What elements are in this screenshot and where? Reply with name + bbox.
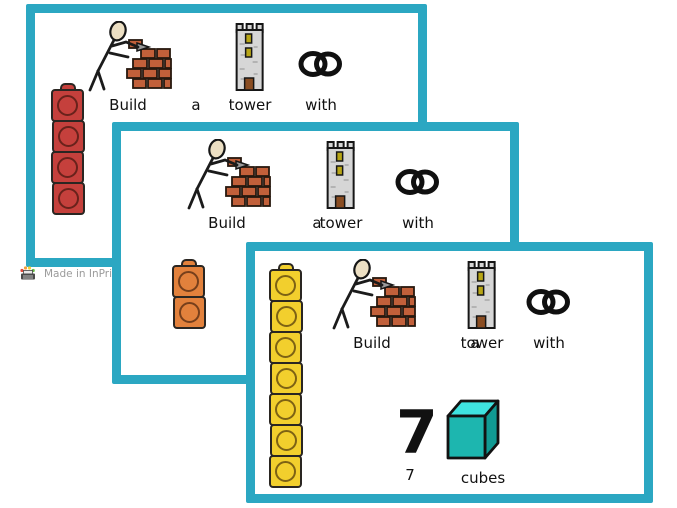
snap-cube xyxy=(269,455,302,488)
cube-circle xyxy=(276,306,297,327)
snap-cube xyxy=(270,424,303,457)
phrase-word-a: a xyxy=(312,139,321,232)
watermark-label: Made in InPrint xyxy=(44,268,123,280)
icon-box xyxy=(395,139,441,211)
cube-circle xyxy=(57,95,78,116)
word-label: a xyxy=(191,96,201,114)
word-label: tower xyxy=(228,96,272,114)
phrase-word-tower: tower xyxy=(228,21,272,114)
cube-circle xyxy=(276,430,297,451)
word-label: Build xyxy=(109,96,147,114)
word-label: tower xyxy=(319,214,363,232)
quantity-numeral-word: 7 xyxy=(405,466,415,484)
cube-circle xyxy=(275,461,296,482)
phrase-word-with: with xyxy=(395,139,441,232)
icon-box xyxy=(83,21,173,93)
teal-cube-icon xyxy=(445,396,501,462)
tower-icon xyxy=(464,259,500,331)
word-label: a xyxy=(312,214,322,232)
cube-circle xyxy=(58,126,79,147)
phrase-word-tower: tower xyxy=(319,139,363,232)
cube-circle xyxy=(276,368,297,389)
snap-cube xyxy=(269,393,302,426)
cube-circle xyxy=(178,271,199,292)
cube-circle xyxy=(57,157,78,178)
linked-rings-icon xyxy=(526,287,572,317)
word-label: Build xyxy=(353,334,391,352)
stack-nub xyxy=(59,83,76,92)
cube-circle xyxy=(179,302,200,323)
phrase-word-tower: tower xyxy=(460,259,504,352)
snap-cube xyxy=(270,362,303,395)
cube-circle xyxy=(275,399,296,420)
snap-cube xyxy=(172,265,205,298)
red-cube-stack xyxy=(51,83,85,215)
icon-box xyxy=(298,21,344,93)
snap-cube xyxy=(269,331,302,364)
yellow-cube-stack xyxy=(269,263,303,488)
icon-box xyxy=(182,139,272,211)
printer-logo-icon xyxy=(18,265,38,283)
snap-cube xyxy=(52,120,85,153)
tower-icon xyxy=(232,21,268,93)
icon-box xyxy=(464,259,500,331)
word-label: with xyxy=(402,214,434,232)
linked-rings-icon xyxy=(298,49,344,79)
snap-cube xyxy=(269,269,302,302)
watermark: Made in InPrint xyxy=(18,265,123,283)
phrase-word-build: Build xyxy=(83,21,173,114)
phrase-word-a: a xyxy=(470,259,479,352)
icon-box xyxy=(327,259,417,331)
phrase-word-build: Build xyxy=(327,259,417,352)
quantity-numeral: 7 xyxy=(396,398,438,468)
quantity-unit-word: cubes xyxy=(460,469,506,487)
orange-cube-stack xyxy=(172,259,206,329)
snap-cube xyxy=(270,300,303,333)
word-label: with xyxy=(305,96,337,114)
worksheet-card-yellow: Build a tower with 7 7 cubes xyxy=(246,242,653,503)
builder-icon xyxy=(182,139,272,211)
phrase-word-a: a xyxy=(191,21,200,114)
cube-circle xyxy=(275,275,296,296)
icon-box xyxy=(232,21,268,93)
phrase-word-build: Build xyxy=(182,139,272,232)
word-label: a xyxy=(470,334,480,352)
cube-circle xyxy=(275,337,296,358)
snap-cube xyxy=(51,89,84,122)
phrase-word-with: with xyxy=(298,21,344,114)
builder-icon xyxy=(327,259,417,331)
linked-rings-icon xyxy=(395,167,441,197)
phrase-word-with: with xyxy=(526,259,572,352)
builder-icon xyxy=(83,21,173,93)
stack-nub xyxy=(180,259,197,268)
snap-cube xyxy=(52,182,85,215)
snap-cube xyxy=(51,151,84,184)
cube-circle xyxy=(58,188,79,209)
word-label: Build xyxy=(208,214,246,232)
snap-cube xyxy=(173,296,206,329)
stack-nub xyxy=(277,263,294,272)
icon-box xyxy=(526,259,572,331)
word-label: with xyxy=(533,334,565,352)
word-label: tower xyxy=(460,334,504,352)
icon-box xyxy=(323,139,359,211)
tower-icon xyxy=(323,139,359,211)
